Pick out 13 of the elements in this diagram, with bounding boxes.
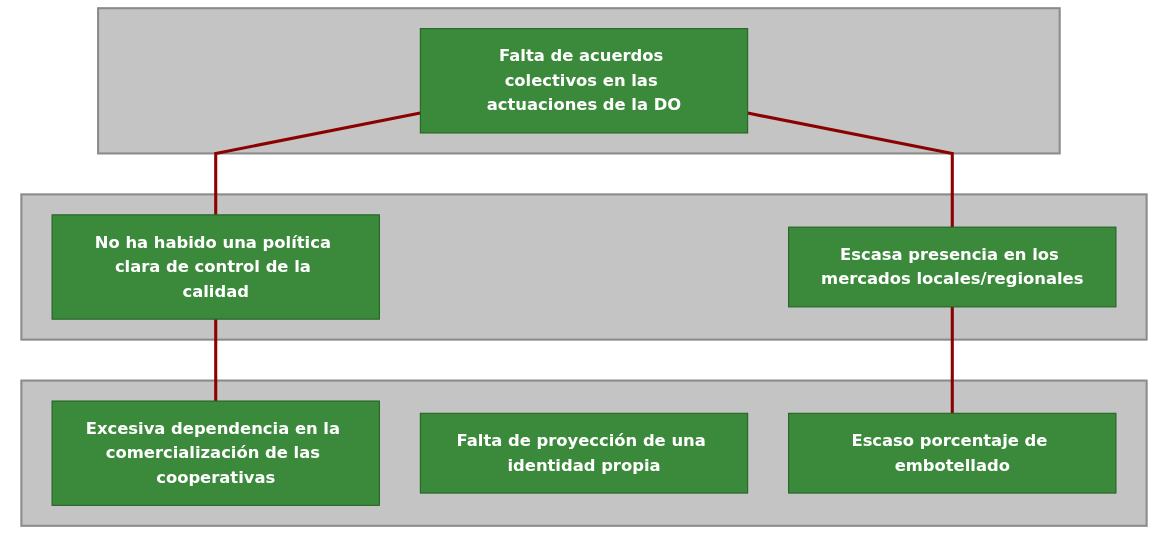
node-box: Falta de acuerdos colectivos en las actuaciones de la DO [419, 28, 749, 134]
cluster [97, 7, 1061, 155]
node-box: No ha habido una política clara de control de la calidad [51, 214, 380, 320]
cluster [20, 379, 1148, 527]
connector [214, 319, 218, 401]
connector [214, 111, 421, 215]
node-box: Excesiva dependencia en la comercialización de las cooperativas [51, 400, 380, 506]
node-box: Falta de proyección de una identidad propia [419, 412, 749, 494]
node-box: Escaso porcentaje de embotellado [788, 412, 1117, 494]
connector [950, 306, 954, 414]
node-box: Escasa presencia en los mercados locales/regionales [788, 226, 1117, 308]
cluster [20, 193, 1148, 341]
connector [747, 111, 954, 228]
